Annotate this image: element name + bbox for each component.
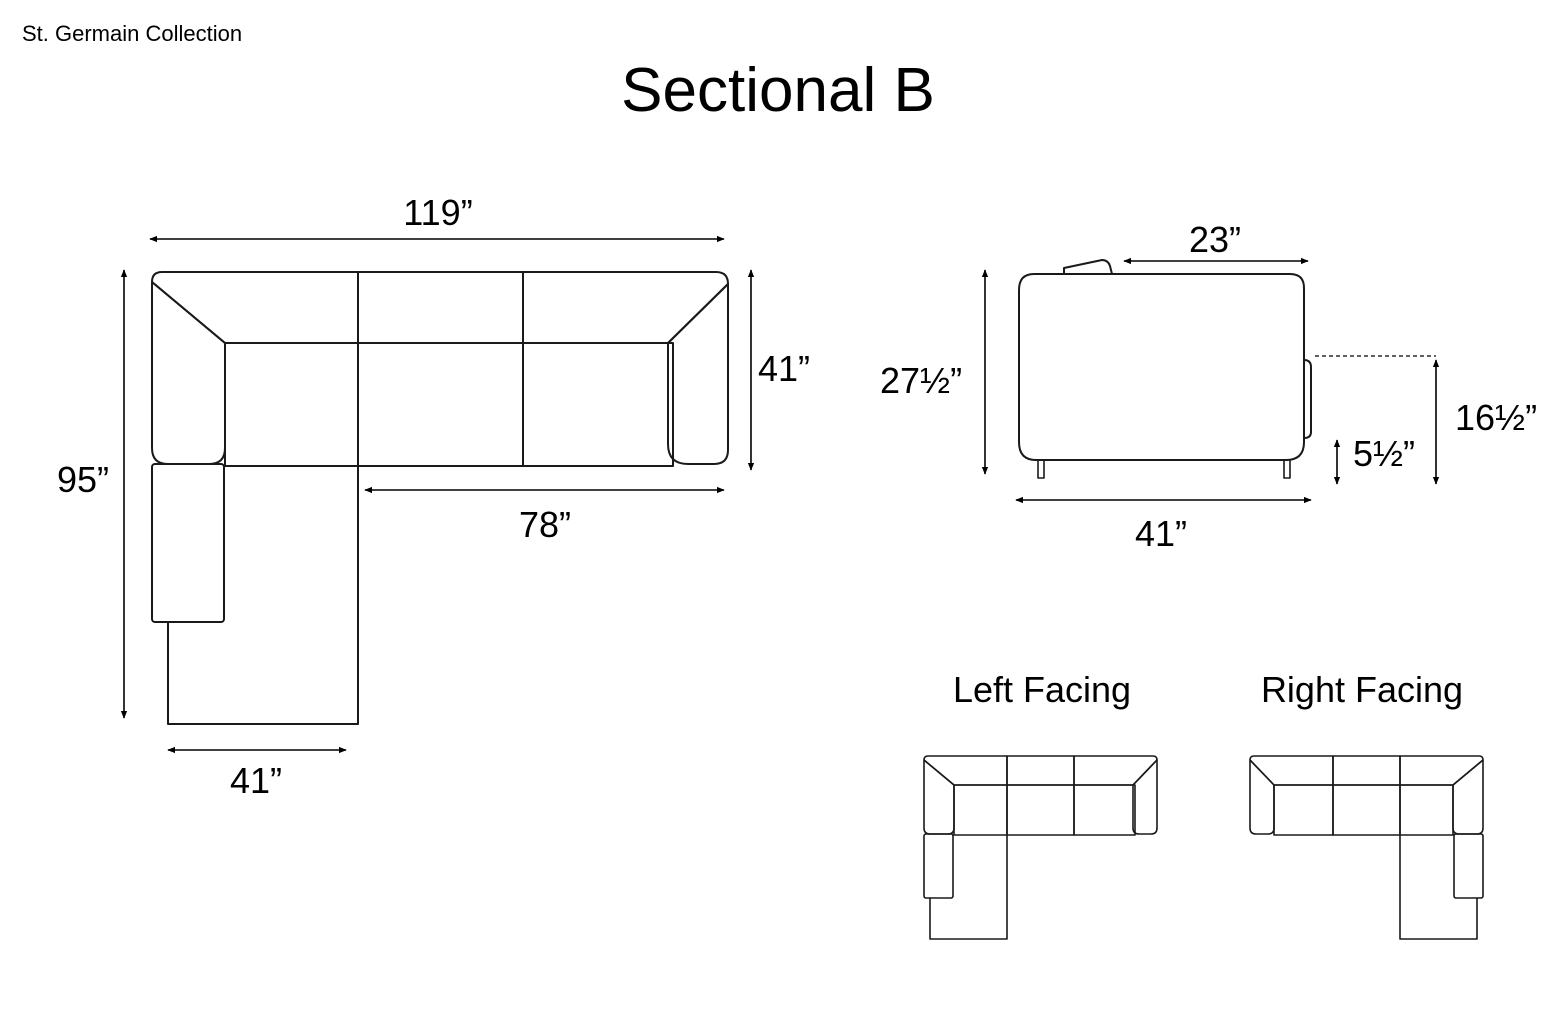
side-depth-label: 41” [1135,513,1187,554]
chaise-width-label: 41” [230,760,282,801]
right-back-cushion [522,271,729,344]
collection-name: St. Germain Collection [22,21,242,46]
side-view-sofa [1018,259,1312,479]
side-pillow [1063,259,1113,275]
right-seat-cushion [522,342,674,467]
middle-seat-cushion [357,342,524,467]
left-facing-label: Left Facing [953,669,1131,710]
chaise-body [167,465,359,725]
depth-label: 41” [758,348,810,389]
chaise-back-cushion [151,463,225,623]
left-facing-thumbnail [923,755,1158,940]
side-leg-back [1283,459,1291,479]
right-arm [667,283,729,465]
right-facing-label: Right Facing [1261,669,1463,710]
page-title: Sectional B [621,56,935,125]
arm-height-label: 16½” [1455,397,1537,438]
right-facing-thumbnail [1249,755,1484,940]
sofa-seat-width-label: 78” [519,504,571,545]
side-leg-front [1037,459,1045,479]
side-arm-bump [1303,359,1312,439]
corner-seat-cushion [224,342,359,467]
side-body [1018,273,1305,461]
corner-left-arm [151,281,226,465]
seat-depth-label: 23” [1189,219,1241,260]
overall-width-label: 119” [403,192,472,233]
leg-height-label: 5½” [1353,433,1415,474]
overall-length-label: 95” [57,459,109,500]
top-view-sectional [151,271,729,725]
middle-back-cushion [357,271,524,344]
height-label: 27½” [880,360,962,401]
